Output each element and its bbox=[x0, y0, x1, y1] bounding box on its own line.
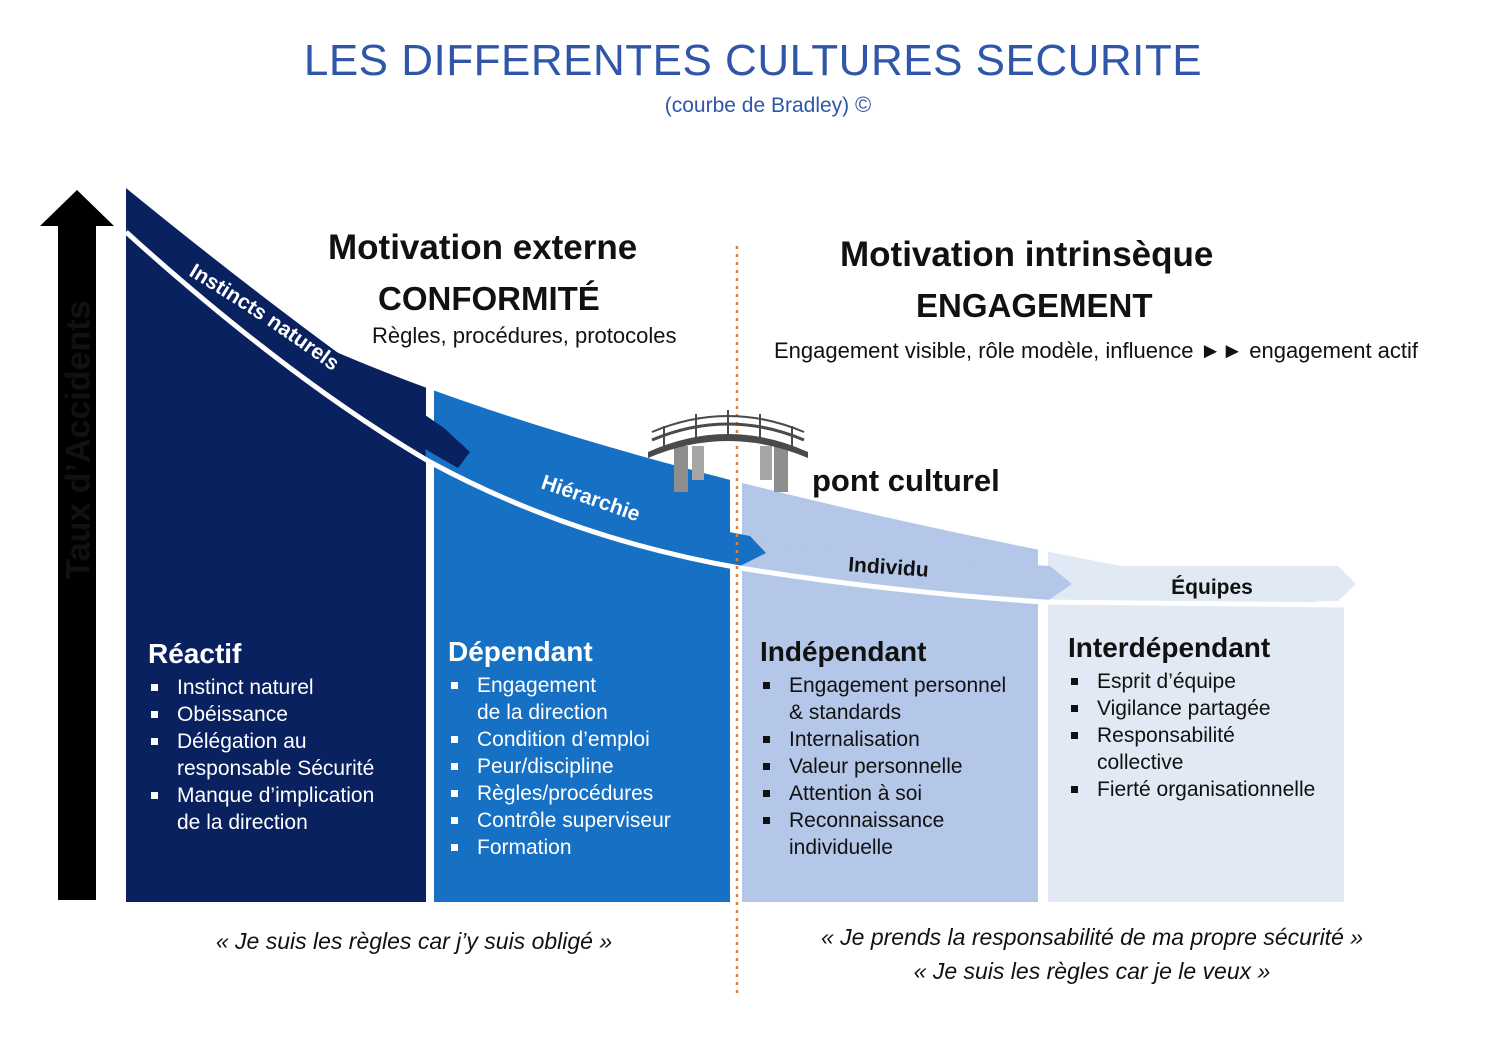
stage-items-independant: Engagement personnel & standards Interna… bbox=[760, 672, 1040, 861]
band-arrow-instincts bbox=[126, 188, 470, 468]
bridge-icon bbox=[648, 410, 808, 492]
stage-item: Valeur personnelle bbox=[760, 753, 1040, 780]
band-label-equipes: Équipes bbox=[1171, 576, 1253, 599]
stage-item: Reconnaissance bbox=[760, 807, 1040, 834]
left-header-conformite: CONFORMITÉ bbox=[378, 280, 600, 317]
left-header-subtitle: Règles, procédures, protocoles bbox=[372, 323, 677, 348]
stage-item: Internalisation bbox=[760, 726, 1040, 753]
stage-item: Condition d’emploi bbox=[448, 726, 728, 753]
band-arrow-individu bbox=[738, 540, 1072, 602]
stage-item: Manque d’implication bbox=[148, 782, 418, 809]
band-arrow-hierarchie bbox=[424, 428, 766, 567]
y-axis-arrow bbox=[40, 190, 114, 900]
band-arrow-equipes bbox=[1044, 566, 1356, 601]
stage-item: Engagement personnel bbox=[760, 672, 1040, 699]
stage-title-independant: Indépendant bbox=[760, 636, 927, 667]
right-header-motivation: Motivation intrinsèque bbox=[840, 235, 1214, 274]
stage-item: Engagement bbox=[448, 672, 728, 699]
stage-items-dependant: Engagement de la direction Condition d’e… bbox=[448, 672, 728, 861]
stage-item: Instinct naturel bbox=[148, 674, 418, 701]
subtitle-text: (courbe de Bradley) bbox=[664, 94, 850, 117]
stage-item: Délégation au bbox=[148, 728, 418, 755]
stage-item-continuation: & standards bbox=[789, 701, 902, 724]
band-label-individu: Individu bbox=[847, 553, 929, 582]
stage-column-interdependant bbox=[1048, 551, 1344, 902]
stage-item-continuation: individuelle bbox=[789, 836, 893, 859]
stage-item-continuation: de la direction bbox=[177, 811, 308, 834]
stage-item-continuation: collective bbox=[1097, 751, 1184, 774]
stage-title-interdependant: Interdépendant bbox=[1068, 632, 1271, 663]
left-header-motivation: Motivation externe bbox=[328, 228, 638, 267]
right-header-subtitle: Engagement visible, rôle modèle, influen… bbox=[774, 338, 1419, 363]
stage-item: Responsabilité bbox=[1068, 722, 1348, 749]
stage-item: Règles/procédures bbox=[448, 780, 728, 807]
stage-item-continuation: responsable Sécurité bbox=[177, 757, 375, 780]
bradley-curve-line bbox=[124, 230, 1345, 608]
stage-title-dependant: Dépendant bbox=[448, 636, 593, 667]
quote-left: « Je suis les règles car j’y suis obligé… bbox=[215, 928, 613, 954]
stage-item: Esprit d’équipe bbox=[1068, 668, 1348, 695]
page-subtitle: (courbe de Bradley) © bbox=[0, 92, 1506, 118]
stage-item-continuation: de la direction bbox=[477, 701, 608, 724]
stage-items-interdependant: Esprit d’équipe Vigilance partagée Respo… bbox=[1068, 668, 1348, 803]
y-axis-label: Taux d’Accidents bbox=[59, 300, 98, 580]
stage-item: Fierté organisationnelle bbox=[1068, 776, 1348, 803]
right-header-engagement: ENGAGEMENT bbox=[916, 287, 1153, 324]
stage-item: Contrôle superviseur bbox=[448, 807, 728, 834]
stage-items-reactif: Instinct naturel Obéissance Délégation a… bbox=[148, 674, 418, 836]
stage-independant: Indépendant Engagement personnel & stand… bbox=[760, 636, 1040, 861]
stage-interdependant: Interdépendant Esprit d’équipe Vigilance… bbox=[1068, 632, 1348, 803]
stage-item: Obéissance bbox=[148, 701, 418, 728]
stage-item: Formation bbox=[448, 834, 728, 861]
stage-dependant: Dépendant Engagement de la direction Con… bbox=[448, 636, 728, 861]
quote-right-1: « Je prends la responsabilité de ma prop… bbox=[820, 924, 1364, 950]
quote-right-2: « Je suis les règles car je le veux » bbox=[913, 958, 1271, 984]
stage-item: Peur/discipline bbox=[448, 753, 728, 780]
stage-item: Attention à soi bbox=[760, 780, 1040, 807]
page-title: LES DIFFERENTES CULTURES SECURITE bbox=[303, 36, 1203, 85]
bridge-label: pont culturel bbox=[812, 463, 1000, 498]
stage-item: Vigilance partagée bbox=[1068, 695, 1348, 722]
stage-reactif: Réactif Instinct naturel Obéissance Délé… bbox=[148, 638, 418, 836]
copyright-icon: © bbox=[855, 92, 872, 117]
stage-title-reactif: Réactif bbox=[148, 638, 242, 669]
